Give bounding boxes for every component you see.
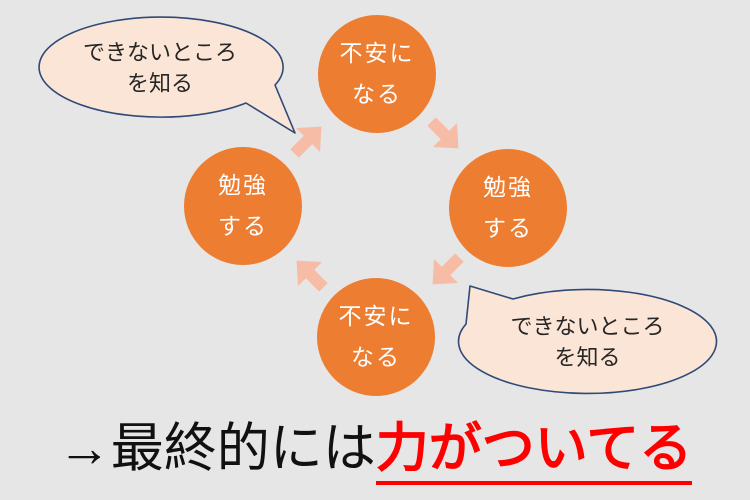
node-label-line: する <box>483 215 533 241</box>
conclusion-highlight: 力がついてる <box>375 419 693 485</box>
cycle-node-study-left: 勉強 する <box>184 147 302 265</box>
bubble-text-line: できないところ <box>510 314 665 339</box>
node-label-line: なる <box>352 81 402 107</box>
bubble-text-line: を知る <box>554 345 621 370</box>
cycle-arrow-icon <box>415 240 477 302</box>
cycle-arrow-icon <box>279 243 341 305</box>
node-label-line: 勉強 <box>218 172 268 198</box>
node-label-line: する <box>218 213 268 239</box>
node-label-line: 不安に <box>338 303 414 329</box>
cycle-arrow-icon <box>414 104 476 166</box>
conclusion-prefix: →最終的には <box>57 419 376 478</box>
cycle-node-anxious-bottom: 不安に なる <box>317 278 435 396</box>
node-label-line: 不安に <box>339 40 415 66</box>
cycle-node-anxious-top: 不安に なる <box>318 15 436 133</box>
node-label-line: 勉強 <box>483 174 533 200</box>
speech-bubble-bottomright <box>457 285 718 395</box>
bubble-text-line: を知る <box>126 71 193 96</box>
speech-bubble-topleft <box>38 16 296 134</box>
cycle-arrow-icon <box>277 109 339 171</box>
cycle-node-study-right: 勉強 する <box>449 149 567 267</box>
conclusion-text: →最終的には力がついてる <box>0 406 750 485</box>
bubble-text-line: できないところ <box>82 40 237 65</box>
node-label-line: なる <box>351 344 401 370</box>
speech-bubble-topleft-text: できないところ を知る <box>38 37 282 99</box>
speech-bubble-bottomright-text: できないところ を知る <box>458 311 717 373</box>
